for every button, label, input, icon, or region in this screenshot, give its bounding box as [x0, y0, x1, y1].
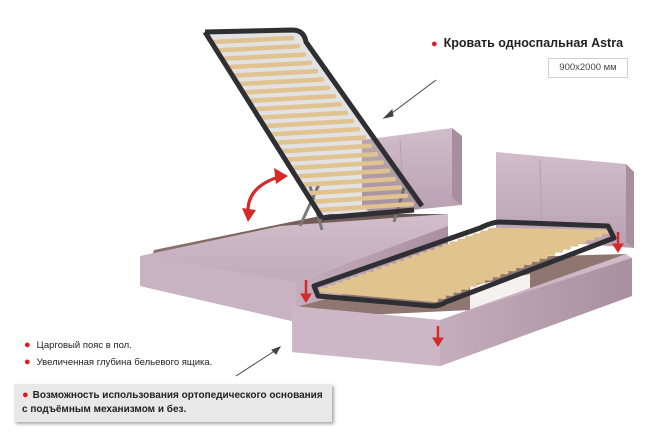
slat: [457, 238, 579, 247]
slat: [263, 118, 355, 129]
slat: [426, 249, 548, 259]
slat: [279, 143, 373, 154]
left-lifted-slat-base: [202, 27, 425, 221]
bullet-dot-icon: ●: [22, 389, 29, 401]
feature-text: Увеличенная глубина бельевого ящика.: [36, 357, 213, 368]
slat: [480, 230, 603, 238]
product-size: 900х2000 мм: [548, 58, 628, 78]
slat: [357, 274, 478, 287]
feature-item: ● Увеличенная глубина бельевого ящика.: [24, 356, 212, 368]
slat: [388, 263, 509, 275]
bullet-dot-icon: ●: [24, 339, 31, 351]
slat: [285, 151, 379, 162]
bullet-dot-icon: ●: [24, 356, 31, 368]
right-bed: [292, 152, 634, 366]
slat: [449, 241, 572, 250]
note-line-1: Возможность использования ортопедическог…: [32, 390, 323, 401]
slat: [247, 93, 337, 104]
slat: [335, 282, 454, 297]
slat: [269, 127, 361, 137]
slat: [231, 68, 319, 78]
product-title: ● Кровать односпальная Astra: [431, 36, 623, 50]
slat: [487, 227, 611, 235]
slat: [274, 135, 367, 146]
slat: [301, 176, 397, 188]
slat: [319, 287, 439, 303]
slat: [350, 276, 470, 290]
slat: [209, 35, 295, 45]
slat: [306, 185, 403, 196]
slat: [312, 193, 409, 204]
slat: [215, 44, 301, 53]
feature-item: ● Царговый пояс в пол.: [24, 339, 132, 351]
down-arrow-icon: [300, 232, 624, 347]
slat: [225, 60, 313, 70]
slat: [242, 85, 331, 95]
slat: [342, 279, 462, 293]
feature-text: Царговый пояс в пол.: [36, 340, 132, 351]
slat: [252, 102, 343, 112]
slat: [396, 260, 517, 272]
slat: [419, 252, 540, 263]
slat: [373, 268, 493, 281]
curved-double-arrow-icon: [242, 168, 288, 222]
callout-pointer-icon: [235, 79, 437, 377]
slat: [472, 233, 595, 241]
slat: [380, 265, 501, 278]
slat: [365, 271, 486, 284]
product-title-text: Кровать односпальная Astra: [443, 36, 624, 50]
slat: [434, 246, 556, 256]
note-text: ●Возможность использования ортопедическо…: [22, 388, 328, 417]
slat: [258, 110, 349, 120]
slat: [327, 285, 447, 300]
slat: [296, 168, 391, 179]
slat: [290, 160, 385, 171]
slat: [411, 255, 533, 266]
note-line-2: с подъёмным механизмом и без.: [22, 404, 187, 415]
slat: [236, 77, 325, 87]
slat: [464, 235, 587, 244]
slat: [441, 244, 564, 253]
slat: [317, 201, 415, 213]
slat: [403, 257, 525, 269]
slat: [220, 52, 307, 62]
note-box: ●Возможность использования ортопедическо…: [14, 384, 332, 422]
left-headboard: [362, 128, 462, 214]
bullet-dot-icon: ●: [431, 38, 438, 50]
right-lowered-slat-base: [311, 219, 617, 309]
